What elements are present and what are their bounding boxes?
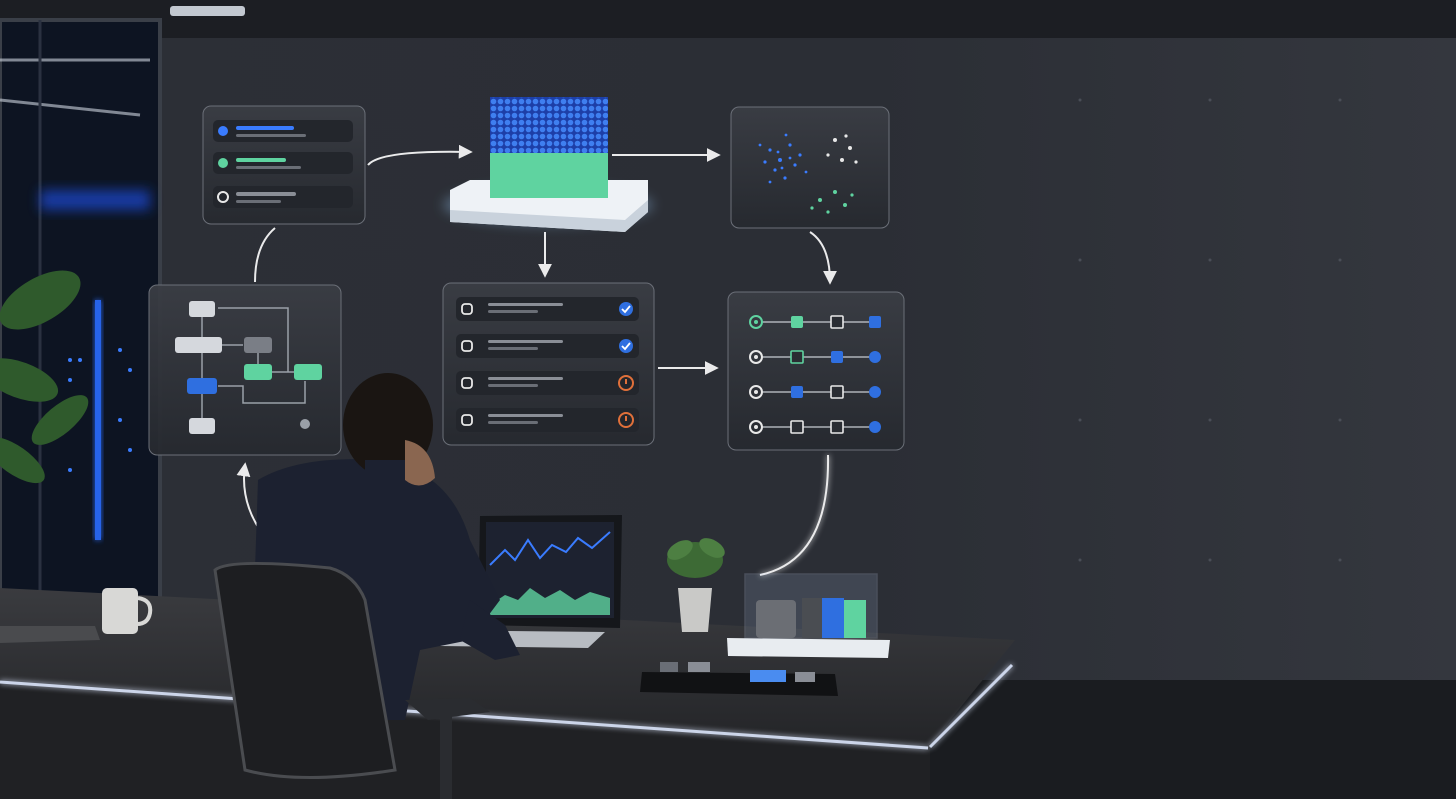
list-panel-icon [202,105,366,225]
ceiling-light [170,6,245,16]
scatter-clusters-icon [730,106,890,229]
flow-connectors [236,144,837,576]
office-chair [213,561,490,799]
glass-storage-box [727,573,890,658]
checklist-panel-icon [442,282,655,446]
plant [0,270,89,484]
coffee-mug [102,588,153,634]
wall-grid [1078,98,1342,562]
desk-front [0,680,930,799]
potted-plant [667,538,725,632]
notebook [0,626,100,643]
data-cube-icon [443,97,653,232]
ceiling [0,0,1456,38]
pipeline-panel-icon [727,291,905,451]
component-tray [640,662,838,696]
flowchart-panel-icon [148,284,342,456]
